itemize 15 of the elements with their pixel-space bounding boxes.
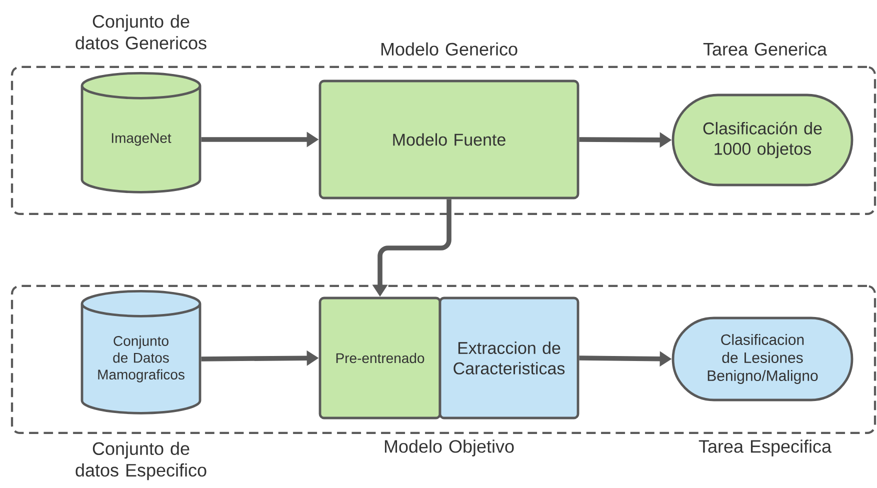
column-heading: Modelo Objetivo — [384, 440, 514, 456]
process-box: Pre-entrenado — [318, 296, 442, 420]
dashed-band — [10, 284, 876, 434]
column-heading: Tarea Especifica — [698, 440, 832, 456]
column-heading: Conjunto de datos Genericos — [76, 14, 206, 50]
database-cylinder: Conjunto de Datos Mamograficos — [80, 290, 202, 414]
column-heading: Tarea Generica — [703, 42, 828, 56]
column-heading: Modelo Generico — [381, 42, 518, 56]
database-cylinder: ImageNet — [80, 72, 202, 194]
terminal-pill: Clasificacion de Lesiones Benigno/Maligno — [672, 316, 854, 402]
terminal-pill: Clasificación de 1000 objetos — [672, 94, 854, 186]
process-box: Extraccion de Caracteristicas — [438, 296, 580, 420]
column-heading: Conjunto de datos Especifico — [76, 442, 206, 480]
dashed-band — [10, 66, 876, 216]
process-box: Modelo Fuente — [318, 80, 580, 200]
